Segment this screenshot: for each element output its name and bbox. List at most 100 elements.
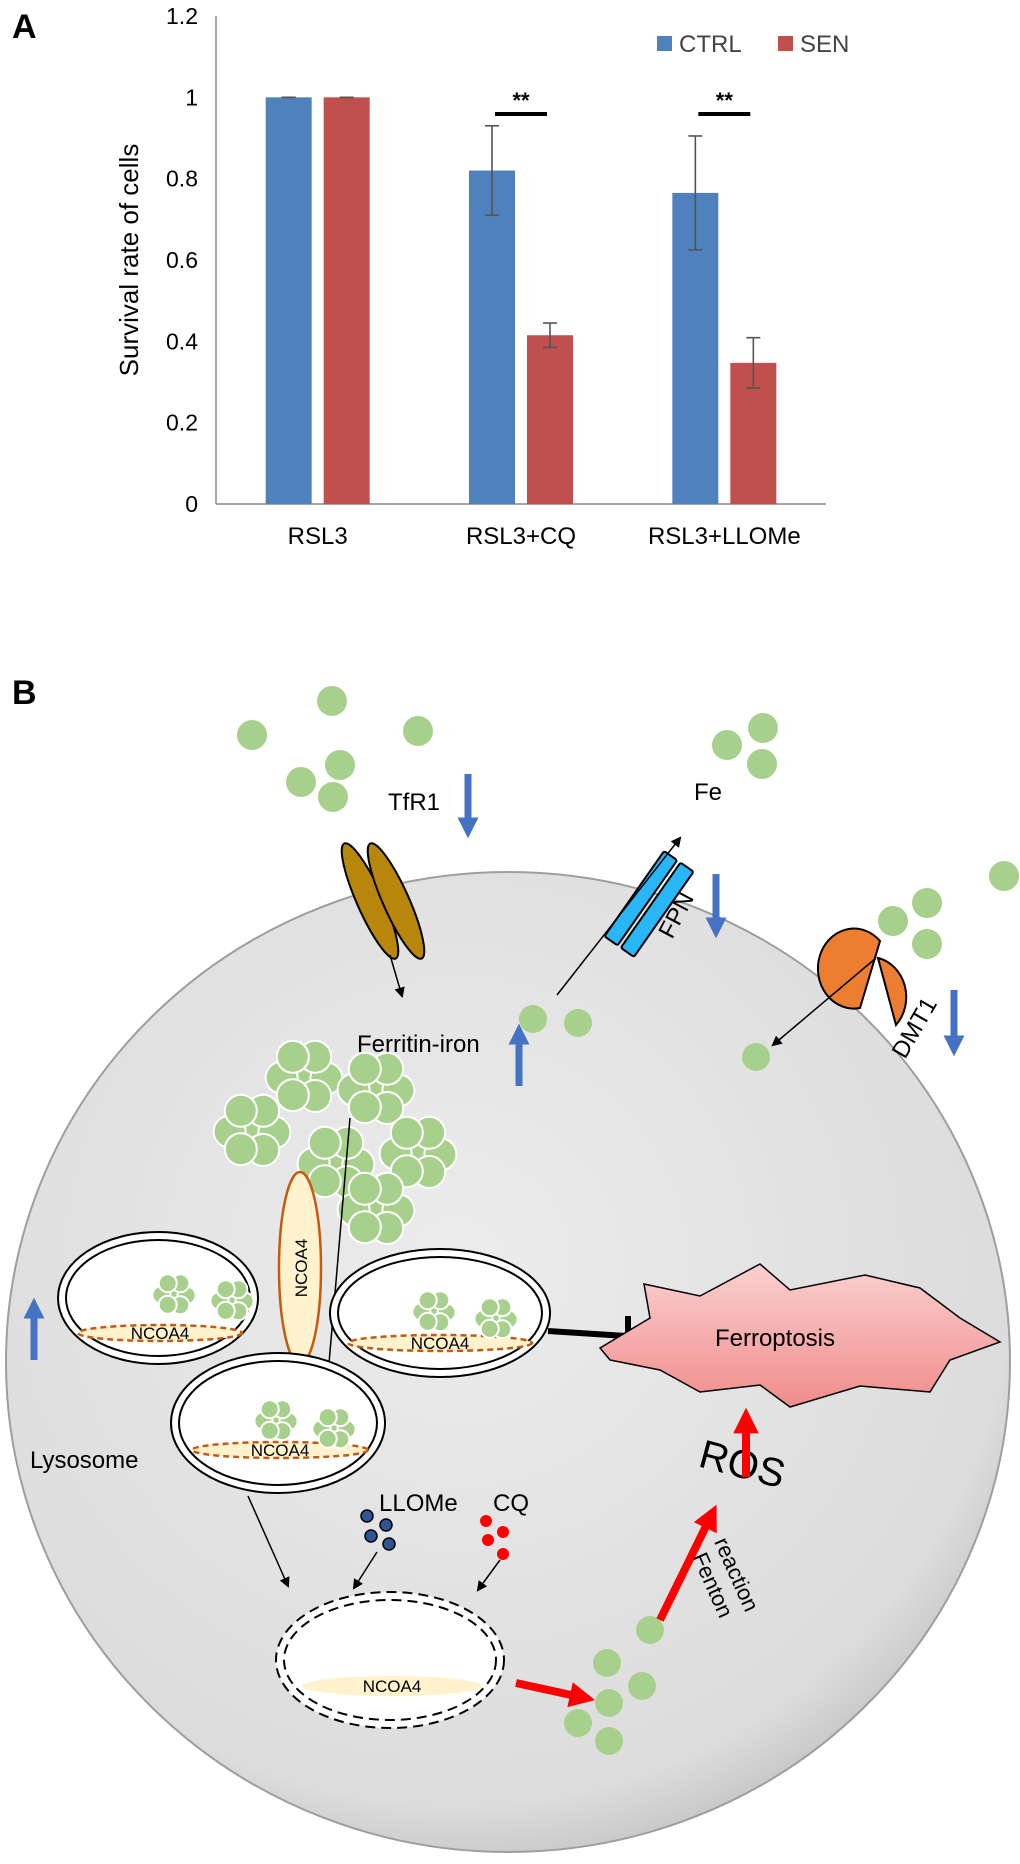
significance-label: ** (512, 88, 530, 113)
fpn-transporter (604, 850, 694, 958)
cq-label: CQ (493, 1490, 529, 1517)
ncoa4-band (346, 1333, 534, 1353)
damaged-lysosome-membrane-inner (283, 1599, 497, 1721)
tfr1-receptor (340, 842, 426, 960)
iron-particle (636, 1616, 664, 1644)
cq-dot (497, 1548, 509, 1560)
y-axis-title: Survival rate of cells (114, 144, 144, 377)
llome-molecules (360, 1509, 396, 1551)
ncoa4-delivery-arrow (323, 1117, 351, 1378)
iron-particle (564, 1709, 592, 1737)
ferritin-subunit (347, 1090, 382, 1125)
dmt1-subunit (816, 927, 882, 1010)
y-tick-label: 1.2 (166, 3, 198, 29)
ferritin-subunit (215, 1300, 236, 1321)
iron-particle (237, 720, 267, 750)
ferritin-subunit (223, 1132, 258, 1167)
y-tick-label: 1 (185, 84, 198, 110)
ferritin-cluster (378, 1115, 458, 1189)
bar (265, 97, 312, 504)
panel-a-label: A (12, 8, 37, 46)
iron-particle (318, 782, 348, 812)
error-bars (281, 96, 761, 389)
lysosome-to-damaged-arrow (247, 1495, 290, 1588)
iron-particle (628, 1672, 656, 1700)
iron-particle (519, 1005, 547, 1033)
ferritin-subunit (417, 1311, 438, 1332)
legend-swatch (657, 36, 672, 51)
ncoa4-carrier-label: NCOA4 (292, 1239, 311, 1298)
llome-dot (379, 1518, 393, 1532)
fpn-subunit (620, 862, 694, 958)
y-tick-label: 0.4 (166, 328, 198, 354)
lysosome-label: Lysosome (30, 1447, 139, 1474)
x-tick-label: RSL3+CQ (466, 523, 576, 550)
tfr1-to-ferritin-arrow (389, 954, 405, 999)
ferritin-subunit (157, 1273, 178, 1294)
iron-particle (593, 1649, 621, 1677)
cq-molecules (480, 1515, 509, 1560)
x-tick-label: RSL3+LLOMe (648, 523, 801, 550)
significance-label: ** (716, 88, 734, 113)
ferritin-subunit (347, 1210, 382, 1245)
ferroptosis-label: Ferroptosis (715, 1325, 835, 1352)
ferritin-subunit (259, 1420, 280, 1441)
ferritin-subunit (307, 1125, 342, 1160)
lysosomal-ferritin (151, 1273, 197, 1316)
ferritin-subunit (275, 1078, 310, 1113)
dmt1-import-arrow (771, 957, 877, 1047)
bar (469, 170, 515, 505)
bar (323, 97, 370, 504)
damaged-lysosome: NCOA4 (275, 1591, 505, 1729)
llome-dot (364, 1529, 378, 1543)
iron-particle (712, 730, 742, 760)
ferritin-subunit (417, 1290, 438, 1311)
iron-particle (564, 1009, 592, 1037)
fpn-subunit (604, 850, 678, 946)
lysosomal-ferritin (311, 1407, 357, 1450)
iron-particle (912, 888, 942, 918)
panel-b-label: B (12, 674, 37, 712)
y-tick-label: 0.8 (166, 166, 198, 192)
ferritin-subunit (347, 1051, 382, 1086)
iron-particle (748, 713, 778, 743)
cq-arrow (476, 1559, 501, 1592)
fe-label: Fe (694, 779, 722, 806)
lysosomal-ferritin (253, 1399, 299, 1442)
y-tick-label: 0.6 (166, 247, 198, 273)
fenton-arrow (656, 1504, 717, 1622)
iron-particle (317, 686, 347, 716)
y-tick-labels: 00.20.40.60.811.2 (166, 3, 198, 517)
ferritin-iron-label: Ferritin-iron (357, 1031, 480, 1058)
dmt1-transporter (816, 927, 908, 1028)
ferritin-subunit (215, 1279, 236, 1300)
bar (527, 335, 573, 504)
ferritin-subunit (347, 1171, 382, 1206)
llome-dot (382, 1537, 396, 1551)
llome-arrow (352, 1551, 378, 1590)
legend-label: CTRL (679, 31, 742, 58)
lysosomal-ferritin (473, 1297, 519, 1340)
ncoa4-label: NCOA4 (131, 1324, 190, 1343)
tfr1-subunit (366, 842, 426, 960)
ferritin-cluster (336, 1051, 416, 1125)
significance-markers: ** ** (495, 88, 751, 116)
ncoa4-band (76, 1323, 244, 1343)
ferritin-cluster (212, 1093, 292, 1167)
iron-particle (912, 929, 942, 959)
ferritin-subunit (259, 1399, 280, 1420)
ferroptosis-burst (598, 1263, 1002, 1408)
dmt1-subunit (876, 956, 908, 1028)
ncoa4-label: NCOA4 (411, 1334, 470, 1353)
ferritin-subunit (223, 1093, 258, 1128)
y-tick-label: 0 (185, 491, 198, 517)
ferritin-cluster (296, 1125, 376, 1199)
ferritin-subunit (317, 1428, 338, 1449)
fpn-export-arrow (556, 836, 682, 996)
iron-particle (742, 1043, 770, 1071)
lysosomal-ferritin (411, 1290, 457, 1333)
lysosomal-ferritin (209, 1279, 255, 1322)
cq-dot (497, 1526, 509, 1538)
